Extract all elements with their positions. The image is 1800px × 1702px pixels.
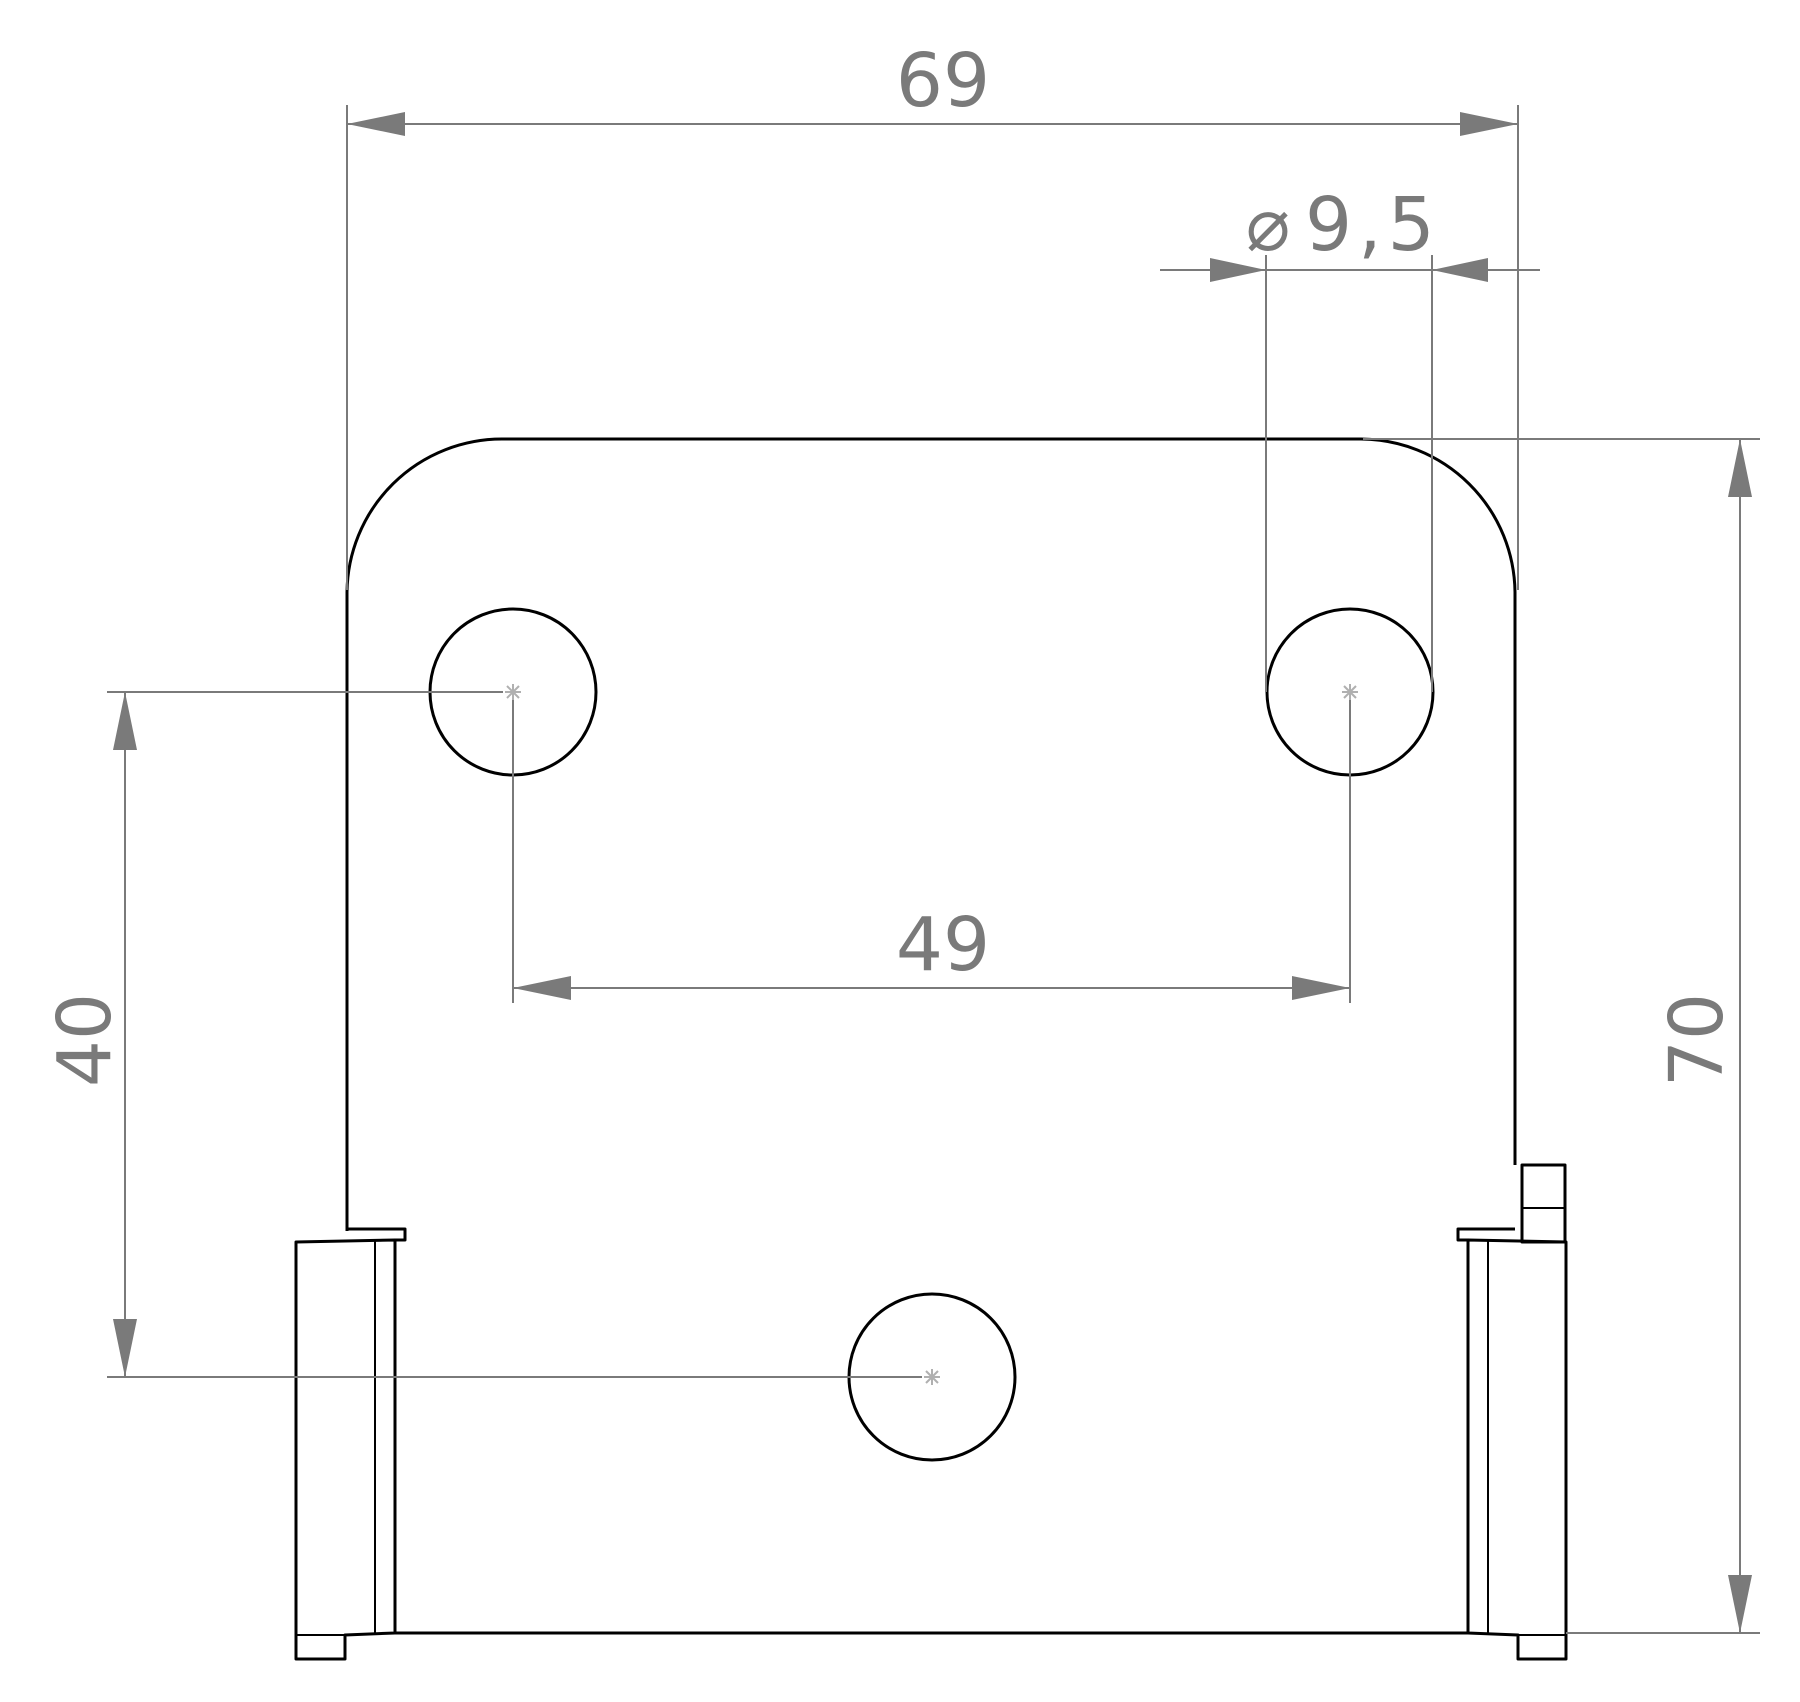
plate-outline xyxy=(345,437,1517,1231)
arrowhead-offset-top xyxy=(113,692,137,750)
diameter-symbol: ⌀ xyxy=(1246,182,1291,268)
vertical-offset-label: 40 xyxy=(42,993,128,1087)
center-mark-top-right xyxy=(1342,684,1358,700)
arrowhead-diameter-left xyxy=(1210,258,1266,282)
overall-height-label: 70 xyxy=(1654,993,1740,1087)
right-side-tab xyxy=(1520,1163,1567,1244)
center-mark-bottom xyxy=(924,1369,940,1385)
dimension-vertical-offset: 40 xyxy=(42,691,922,1378)
dimension-hole-spacing: 49 xyxy=(512,700,1351,1003)
dimension-overall-height: 70 xyxy=(1363,438,1760,1634)
dimension-hole-diameter: ⌀ 9,5 xyxy=(1160,182,1540,692)
left-flange xyxy=(294,1227,407,1661)
part-outline xyxy=(294,437,1568,1661)
overall-width-label: 69 xyxy=(896,38,990,124)
arrowhead-diameter-right xyxy=(1432,258,1488,282)
arrowhead-left xyxy=(347,112,405,136)
center-mark-top-left xyxy=(505,684,521,700)
arrowhead-spacing-right xyxy=(1292,976,1350,1000)
right-flange xyxy=(1456,1227,1568,1661)
hole-diameter-label: 9,5 xyxy=(1305,182,1441,268)
arrowhead-spacing-left xyxy=(513,976,571,1000)
arrowhead-height-bottom xyxy=(1728,1575,1752,1633)
arrowhead-right xyxy=(1460,112,1518,136)
dimension-overall-width: 69 xyxy=(346,38,1519,590)
arrowhead-offset-bottom xyxy=(113,1319,137,1377)
arrowhead-height-top xyxy=(1728,439,1752,497)
hole-spacing-label: 49 xyxy=(896,902,990,988)
